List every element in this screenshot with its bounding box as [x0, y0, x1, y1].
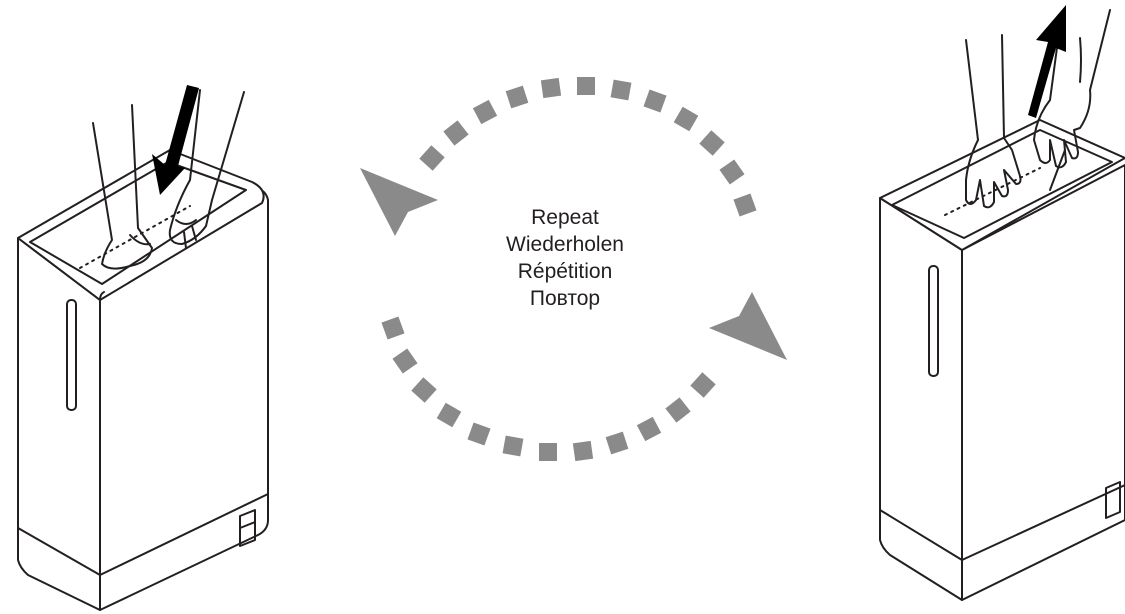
right-handle-slot: [928, 265, 939, 377]
left-hands: [92, 89, 245, 270]
repeat-arrow-bottom: [381, 292, 787, 462]
repeat-label-fr: Répétition: [517, 260, 613, 283]
repeat-label-group: Repeat Wiederholen Répétition Повтор: [470, 204, 660, 312]
repeat-label-de: Wiederholen: [506, 233, 624, 256]
repeat-cycle-icon: [360, 77, 787, 462]
repeat-arrow-top: [360, 77, 757, 236]
right-latch: [1105, 481, 1121, 519]
left-tank-unit: [17, 85, 269, 611]
left-water-line: [79, 205, 191, 269]
right-hands: [965, 9, 1111, 209]
repeat-label-en: Repeat: [531, 206, 599, 229]
arrow-up-icon: [1028, 5, 1066, 118]
arrow-down-icon: [152, 85, 199, 195]
left-handle-slot: [66, 299, 77, 411]
left-latch: [239, 509, 256, 547]
repeat-label-ru: Повтор: [529, 287, 601, 310]
right-tank-unit: [879, 5, 1125, 601]
